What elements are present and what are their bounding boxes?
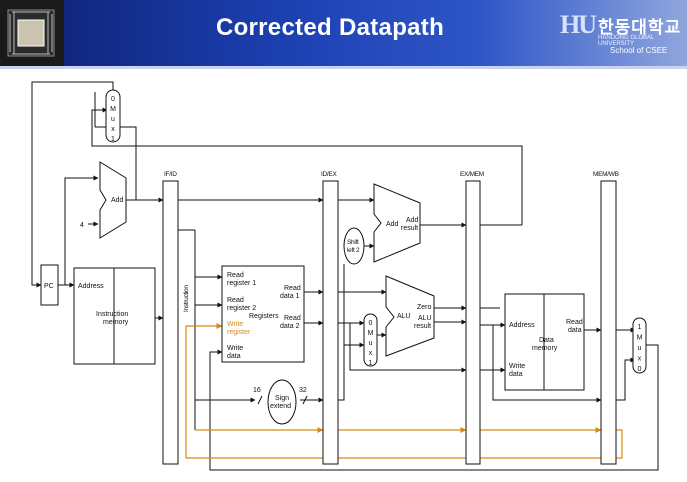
register-file <box>221 265 305 363</box>
alu-source-mux-letter: 1 <box>369 360 373 367</box>
rf-write-data-a: Write <box>227 345 243 352</box>
pc-source-mux-letter: x <box>111 126 115 133</box>
pc-source-mux-letter: u <box>111 116 115 123</box>
alu-zero-label: Zero <box>417 304 432 311</box>
branch-adder-label: Add <box>386 221 399 228</box>
if-adder <box>99 161 127 239</box>
writeback-mux-letter: x <box>638 356 642 363</box>
logo-school-name: School of CSEE <box>610 46 668 55</box>
label-mem-wb: MEM/WB <box>593 171 619 178</box>
bus-width-out: 32 <box>299 387 307 394</box>
pc-source-mux-letter: M <box>110 106 116 113</box>
alu-label: ALU <box>397 313 411 320</box>
instruction-bus-label: Instruction <box>183 285 190 312</box>
rf-read-data-2-b: data 2 <box>280 323 300 330</box>
rf-read-register-2-a: Read <box>227 297 244 304</box>
alu-result-label-b: result <box>414 323 431 330</box>
rf-read-data-1-b: data 1 <box>280 293 300 300</box>
im-name-1: Instruction <box>96 311 128 318</box>
writeback-mux-letter: u <box>638 345 642 352</box>
slide-header <box>0 0 687 66</box>
cpu-chip-icon <box>0 0 64 66</box>
corrected-write-register-path <box>185 323 623 459</box>
dm-write-data-a: Write <box>509 363 525 370</box>
dm-write-data-b: data <box>509 371 523 378</box>
slide-title: Corrected Datapath <box>215 14 445 41</box>
university-logo: HU 한동대학교 HANDONG GLOBAL UNIVERSITY Schoo… <box>558 8 683 60</box>
label-id-ex: ID/EX <box>321 171 337 178</box>
constant-four: 4 <box>80 222 84 229</box>
pipeline-register-mem-wb <box>600 180 617 465</box>
branch-adder <box>373 183 421 263</box>
logo-english-name: HANDONG GLOBAL UNIVERSITY <box>598 35 655 47</box>
alu <box>385 275 435 357</box>
rf-write-data-b: data <box>227 353 241 360</box>
writeback-mux <box>632 317 647 374</box>
rf-read-register-2-b: register 2 <box>227 305 256 312</box>
bus-width-in: 16 <box>253 387 261 394</box>
pipeline-register-if-id <box>162 180 179 465</box>
add-result-label-a: Add <box>406 217 419 224</box>
sign-extend-label-b: extend <box>270 403 291 410</box>
logo-mark: HU <box>560 10 597 39</box>
rf-write-register-a: Write <box>227 321 243 328</box>
alu-result-label-a: ALU <box>418 315 432 322</box>
logo-korean-name: 한동대학교 <box>598 18 682 37</box>
pipeline-register-ex-mem <box>465 180 481 465</box>
program-counter <box>40 264 59 306</box>
rf-registers-label: Registers <box>249 313 279 320</box>
writeback-mux-letter: M <box>637 335 643 342</box>
label-if-id: IF/ID <box>164 171 177 178</box>
shift-left-2-unit <box>343 227 365 265</box>
shift-left-label-a: Shift <box>347 239 359 246</box>
alu-source-mux-letter: x <box>369 350 373 357</box>
sign-extend-unit <box>267 379 297 425</box>
im-name-2: memory <box>103 319 129 326</box>
rf-read-data-1-a: Read <box>284 285 301 292</box>
rf-read-register-1-b: register 1 <box>227 280 256 287</box>
pipeline-register-id-ex <box>322 180 339 465</box>
pc-source-mux-letter: 0 <box>111 96 115 103</box>
writeback-mux-letter: 1 <box>638 324 642 331</box>
rf-read-register-1-a: Read <box>227 272 244 279</box>
shift-left-label-b: left 2 <box>347 247 360 254</box>
pc-label: PC <box>44 283 54 290</box>
if-adder-label: Add <box>111 197 124 204</box>
dm-name-1: Data <box>539 337 554 344</box>
dm-name-2: memory <box>532 345 558 352</box>
dm-address-label: Address <box>509 322 535 329</box>
alu-source-mux-letter: 0 <box>369 320 373 327</box>
pc-source-mux-letter: 1 <box>111 136 115 143</box>
alu-source-mux-letter: u <box>369 340 373 347</box>
dm-read-data-a: Read <box>566 319 583 326</box>
rf-write-register-b: register <box>227 329 251 336</box>
im-address-label: Address <box>78 283 104 290</box>
dm-read-data-b: data <box>568 327 582 334</box>
add-result-label-b: result <box>401 225 418 232</box>
rf-read-data-2-a: Read <box>284 315 301 322</box>
alu-source-mux-letter: M <box>368 330 374 337</box>
alu-source-mux <box>363 313 378 367</box>
label-ex-mem: EX/MEM <box>460 171 484 178</box>
header-divider <box>0 66 687 69</box>
writeback-mux-letter: 0 <box>638 366 642 373</box>
pc-source-mux <box>105 89 121 143</box>
sign-extend-label-a: Sign <box>275 395 289 402</box>
